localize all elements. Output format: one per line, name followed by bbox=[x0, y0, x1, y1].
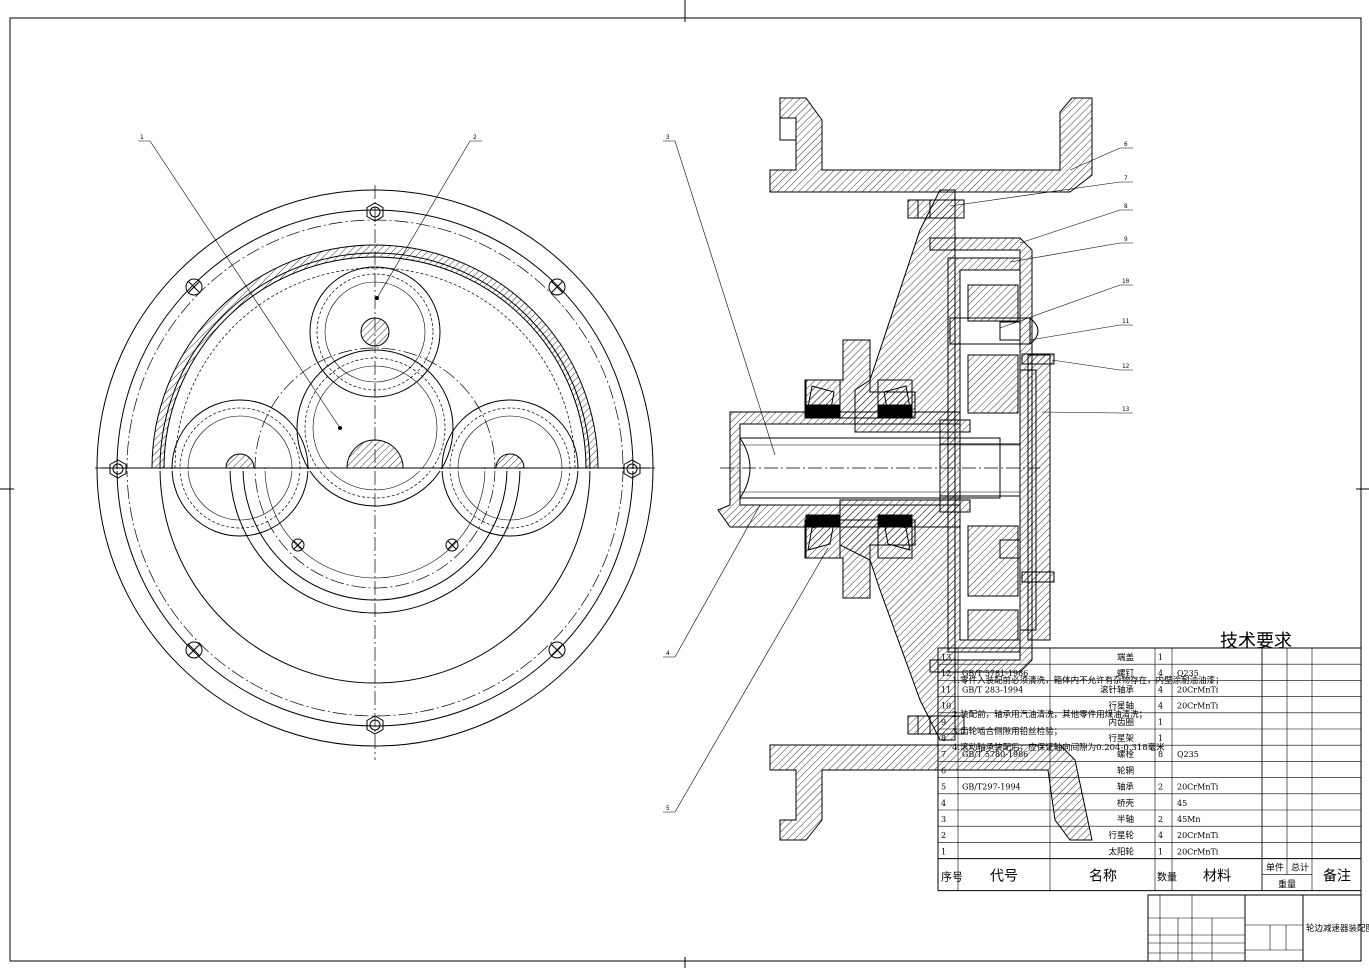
bom-row-name: 轴承 bbox=[1117, 782, 1135, 793]
balloon-6: 6 bbox=[1124, 141, 1128, 148]
bom-row-material: 45Mn bbox=[1177, 815, 1201, 824]
balloon-13: 13 bbox=[1122, 406, 1130, 413]
bom-header-name: 名称 bbox=[1089, 869, 1117, 885]
balloon-11: 11 bbox=[1122, 318, 1130, 325]
bom-row-name: 内齿圈 bbox=[1108, 717, 1134, 728]
bom-row-no: 3 bbox=[941, 815, 946, 824]
hex-bolt-icon bbox=[109, 202, 641, 735]
bom-row-name: 行星轮 bbox=[1108, 830, 1134, 841]
drawing-name: 轮边减速器装配图 bbox=[1306, 923, 1369, 934]
bom-row-qty: 1 bbox=[1158, 847, 1163, 856]
bom-row-name: 太阳轮 bbox=[1108, 846, 1134, 857]
balloon-12: 12 bbox=[1122, 363, 1130, 370]
bom-header-no: 序号 bbox=[941, 870, 963, 884]
bom-row-code: GB/T297-1994 bbox=[962, 783, 1021, 792]
tech-req-line-3: 3.齿轮啮合侧隙用铅丝检验； bbox=[952, 726, 1062, 737]
bom-row-no: 1 bbox=[941, 847, 946, 856]
bom-row-code: GB/T 5781-1986 bbox=[962, 669, 1028, 678]
bom-row-name: 轮辋 bbox=[1117, 765, 1134, 776]
balloon-3: 3 bbox=[666, 134, 670, 141]
bom-row-no: 4 bbox=[941, 799, 946, 808]
bom-row-name: 半轴 bbox=[1117, 814, 1134, 825]
bom-row-name: 端盖 bbox=[1117, 652, 1135, 663]
bom-row-no: 6 bbox=[941, 766, 946, 775]
bom-row-qty: 2 bbox=[1158, 783, 1163, 792]
bom-row-qty: 1 bbox=[1158, 718, 1163, 727]
balloon-2: 2 bbox=[473, 134, 477, 141]
bom-row-no: 2 bbox=[941, 831, 946, 840]
bom-row-qty: 4 bbox=[1158, 669, 1163, 678]
bom-row-material: 45 bbox=[1177, 799, 1187, 808]
balloon-10: 10 bbox=[1122, 278, 1130, 285]
bom-header-code: 代号 bbox=[990, 869, 1018, 885]
balloon-8: 8 bbox=[1124, 203, 1128, 210]
tech-req-title: 技术要求 bbox=[1220, 631, 1292, 652]
bom-row-no: 13 bbox=[941, 653, 951, 662]
bom-header-remark: 备注 bbox=[1323, 868, 1351, 885]
bom-row-material: Q235 bbox=[1177, 750, 1199, 759]
bom-row-material: 20CrMnTi bbox=[1177, 831, 1219, 840]
bom-row-qty: 4 bbox=[1158, 831, 1163, 840]
bom-header-total-weight: 总计 bbox=[1291, 862, 1309, 874]
bom-row-name: 滚针轴承 bbox=[1100, 684, 1135, 695]
bom-row-code: GB/T 5780-1986 bbox=[962, 750, 1028, 759]
bom-row-qty: 1 bbox=[1158, 734, 1163, 743]
bom-row-code: GB/T 283-1994 bbox=[962, 685, 1023, 694]
balloon-4: 4 bbox=[666, 650, 670, 657]
balloon-7: 7 bbox=[1124, 175, 1128, 182]
bom-row-no: 11 bbox=[941, 685, 951, 694]
bom-row-material: 20CrMnTi bbox=[1177, 783, 1219, 792]
section-view: 3 4 5 6 7 8 9 10 11 12 13 bbox=[663, 97, 1133, 841]
bom-row-no: 9 bbox=[941, 718, 946, 727]
balloon-5: 5 bbox=[666, 805, 670, 812]
bom-row-name: 螺钉 bbox=[1117, 668, 1135, 679]
balloon-9: 9 bbox=[1124, 236, 1128, 243]
bom-row-no: 10 bbox=[941, 702, 951, 711]
bom-row-qty: 2 bbox=[1158, 815, 1163, 824]
bom-row-no: 5 bbox=[941, 783, 946, 792]
bom-row-material: 20CrMnTi bbox=[1177, 685, 1219, 694]
bom-row-material: 20CrMnTi bbox=[1177, 847, 1219, 856]
balloon-1: 1 bbox=[140, 134, 144, 141]
bom-row-material: 20CrMnTi bbox=[1177, 702, 1219, 711]
bom-row-no: 7 bbox=[941, 750, 946, 759]
bom-header-unit-weight: 单件 bbox=[1266, 862, 1284, 874]
bom-row-qty: 8 bbox=[1158, 750, 1163, 759]
bom-row-qty: 4 bbox=[1158, 685, 1163, 694]
bom-header-material: 材料 bbox=[1203, 869, 1231, 885]
bom-header-weight: 重量 bbox=[1278, 879, 1296, 891]
bom-header-qty: 数量 bbox=[1157, 871, 1177, 884]
bom-row-name: 行星轴 bbox=[1108, 701, 1134, 712]
bom-row-no: 8 bbox=[941, 734, 946, 743]
bom-row-material: Q235 bbox=[1177, 669, 1199, 678]
bom-row-qty: 1 bbox=[1158, 653, 1163, 662]
bom-row-name: 螺栓 bbox=[1117, 749, 1135, 760]
tech-req-line-4: 4.滚动轴承装配后，应保证轴向间隙为0.204-0.318毫米 bbox=[952, 742, 1165, 753]
title-block: 轮边减速器装配图 bbox=[1147, 894, 1369, 962]
front-view: 1 2 bbox=[95, 134, 655, 760]
bom-row-name: 桥壳 bbox=[1117, 798, 1135, 809]
bom-row-name: 行星架 bbox=[1108, 733, 1134, 744]
bom-row-qty: 4 bbox=[1158, 702, 1163, 711]
tech-req-line-2: 2.装配前，轴承用汽油清洗，其他零件用煤油清洗； bbox=[952, 709, 1147, 720]
bom-row-no: 12 bbox=[941, 669, 951, 678]
